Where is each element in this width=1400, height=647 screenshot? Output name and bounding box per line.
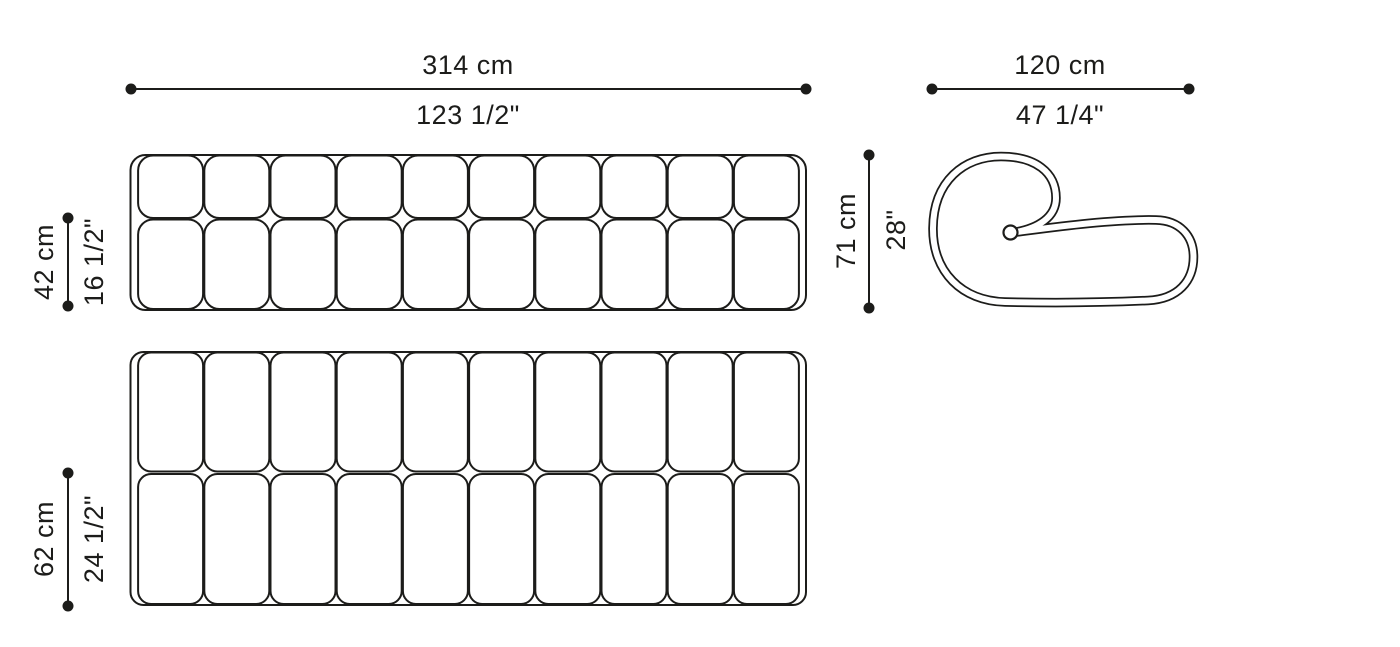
side-width-inches-label: 47 1/4" [1016, 100, 1104, 130]
side-profile-inner-line [929, 153, 1197, 306]
plan-cushion [137, 351, 205, 473]
dimension-endpoint-dot [863, 302, 875, 314]
front-cushion [732, 154, 800, 219]
side-profile-center-cap [1002, 224, 1019, 241]
overall-height-cm-label: 71 cm [831, 193, 861, 269]
plan-cushion [203, 473, 271, 605]
overall-width-inches-label: 123 1/2" [416, 100, 520, 130]
dimension-overall-width: 314 cm 123 1/2" [125, 50, 812, 130]
front-cushion [534, 218, 602, 310]
dimension-endpoint-dot [863, 149, 875, 161]
dimension-side-width: 120 cm 47 1/4" [926, 50, 1195, 130]
dimension-endpoint-dot [62, 212, 74, 224]
plan-cushion [203, 351, 271, 473]
front-elevation-view [129, 154, 807, 311]
front-view-outline [129, 154, 807, 311]
plan-cushion [666, 351, 734, 473]
plan-cushion [468, 351, 536, 473]
front-cushion [534, 154, 602, 219]
plan-cushion [534, 473, 602, 605]
seat-depth-inches-label: 24 1/2" [79, 495, 109, 583]
front-cushion [600, 154, 668, 219]
plan-cushion [468, 473, 536, 605]
dimension-endpoint-dot [1183, 83, 1195, 95]
seat-height-inches-label: 16 1/2" [79, 218, 109, 306]
top-plan-view [129, 351, 807, 606]
seat-depth-cm-label: 62 cm [29, 501, 59, 577]
dimension-endpoint-dot [800, 83, 812, 95]
plan-view-outline [129, 351, 807, 606]
front-view-cushions [137, 154, 800, 310]
front-cushion [401, 218, 469, 310]
overall-height-inches-label: 28" [881, 209, 911, 250]
side-profile-view [928, 151, 1199, 308]
plan-cushion [600, 351, 668, 473]
front-cushion [732, 218, 800, 310]
front-cushion [468, 218, 536, 310]
plan-cushion [401, 351, 469, 473]
plan-view-cushions [137, 351, 800, 605]
plan-cushion [269, 473, 337, 605]
front-cushion [269, 218, 337, 310]
front-cushion [203, 154, 271, 219]
front-cushion [468, 154, 536, 219]
plan-cushion [269, 351, 337, 473]
plan-cushion [137, 473, 205, 605]
plan-cushion [600, 473, 668, 605]
overall-width-cm-label: 314 cm [422, 50, 514, 80]
dimension-seat-depth: 62 cm 24 1/2" [29, 467, 109, 612]
plan-cushion [534, 351, 602, 473]
front-cushion [401, 154, 469, 219]
front-cushion [137, 154, 205, 219]
dimension-endpoint-dot [62, 600, 74, 612]
plan-cushion [335, 473, 403, 605]
plan-cushion [401, 473, 469, 605]
plan-cushion [666, 473, 734, 605]
front-cushion [666, 154, 734, 219]
plan-cushion [732, 473, 800, 605]
front-cushion [269, 154, 337, 219]
front-cushion [137, 218, 205, 310]
dimension-endpoint-dot [62, 467, 74, 479]
dimension-endpoint-dot [62, 300, 74, 312]
front-cushion [335, 154, 403, 219]
plan-cushion [732, 351, 800, 473]
front-cushion [335, 218, 403, 310]
dimension-endpoint-dot [125, 83, 137, 95]
seat-height-cm-label: 42 cm [29, 224, 59, 300]
dimension-endpoint-dot [926, 83, 938, 95]
side-profile-outline [928, 151, 1199, 308]
dimension-overall-height: 71 cm 28" [831, 149, 911, 314]
side-width-cm-label: 120 cm [1014, 50, 1106, 80]
dimension-seat-height: 42 cm 16 1/2" [29, 212, 109, 312]
front-cushion [203, 218, 271, 310]
plan-cushion [335, 351, 403, 473]
front-cushion [666, 218, 734, 310]
front-cushion [600, 218, 668, 310]
